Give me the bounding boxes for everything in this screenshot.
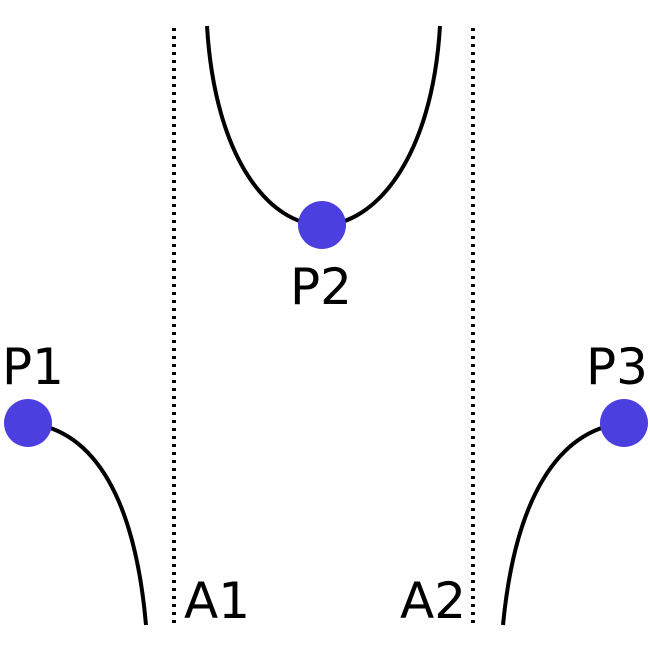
point-p1-marker: [4, 399, 52, 447]
asymptote-a2-label: A2: [400, 572, 466, 630]
point-p3-marker: [600, 399, 648, 447]
point-p2-label: P2: [290, 258, 352, 316]
curve-left-branch: [27, 421, 148, 626]
asymptote-a1-label: A1: [184, 572, 250, 630]
point-p3-label: P3: [586, 338, 648, 396]
curve-right-branch: [501, 421, 625, 626]
point-p1-label: P1: [2, 338, 64, 396]
point-p2-marker: [298, 201, 346, 249]
curve-middle-branch: [205, 25, 442, 228]
